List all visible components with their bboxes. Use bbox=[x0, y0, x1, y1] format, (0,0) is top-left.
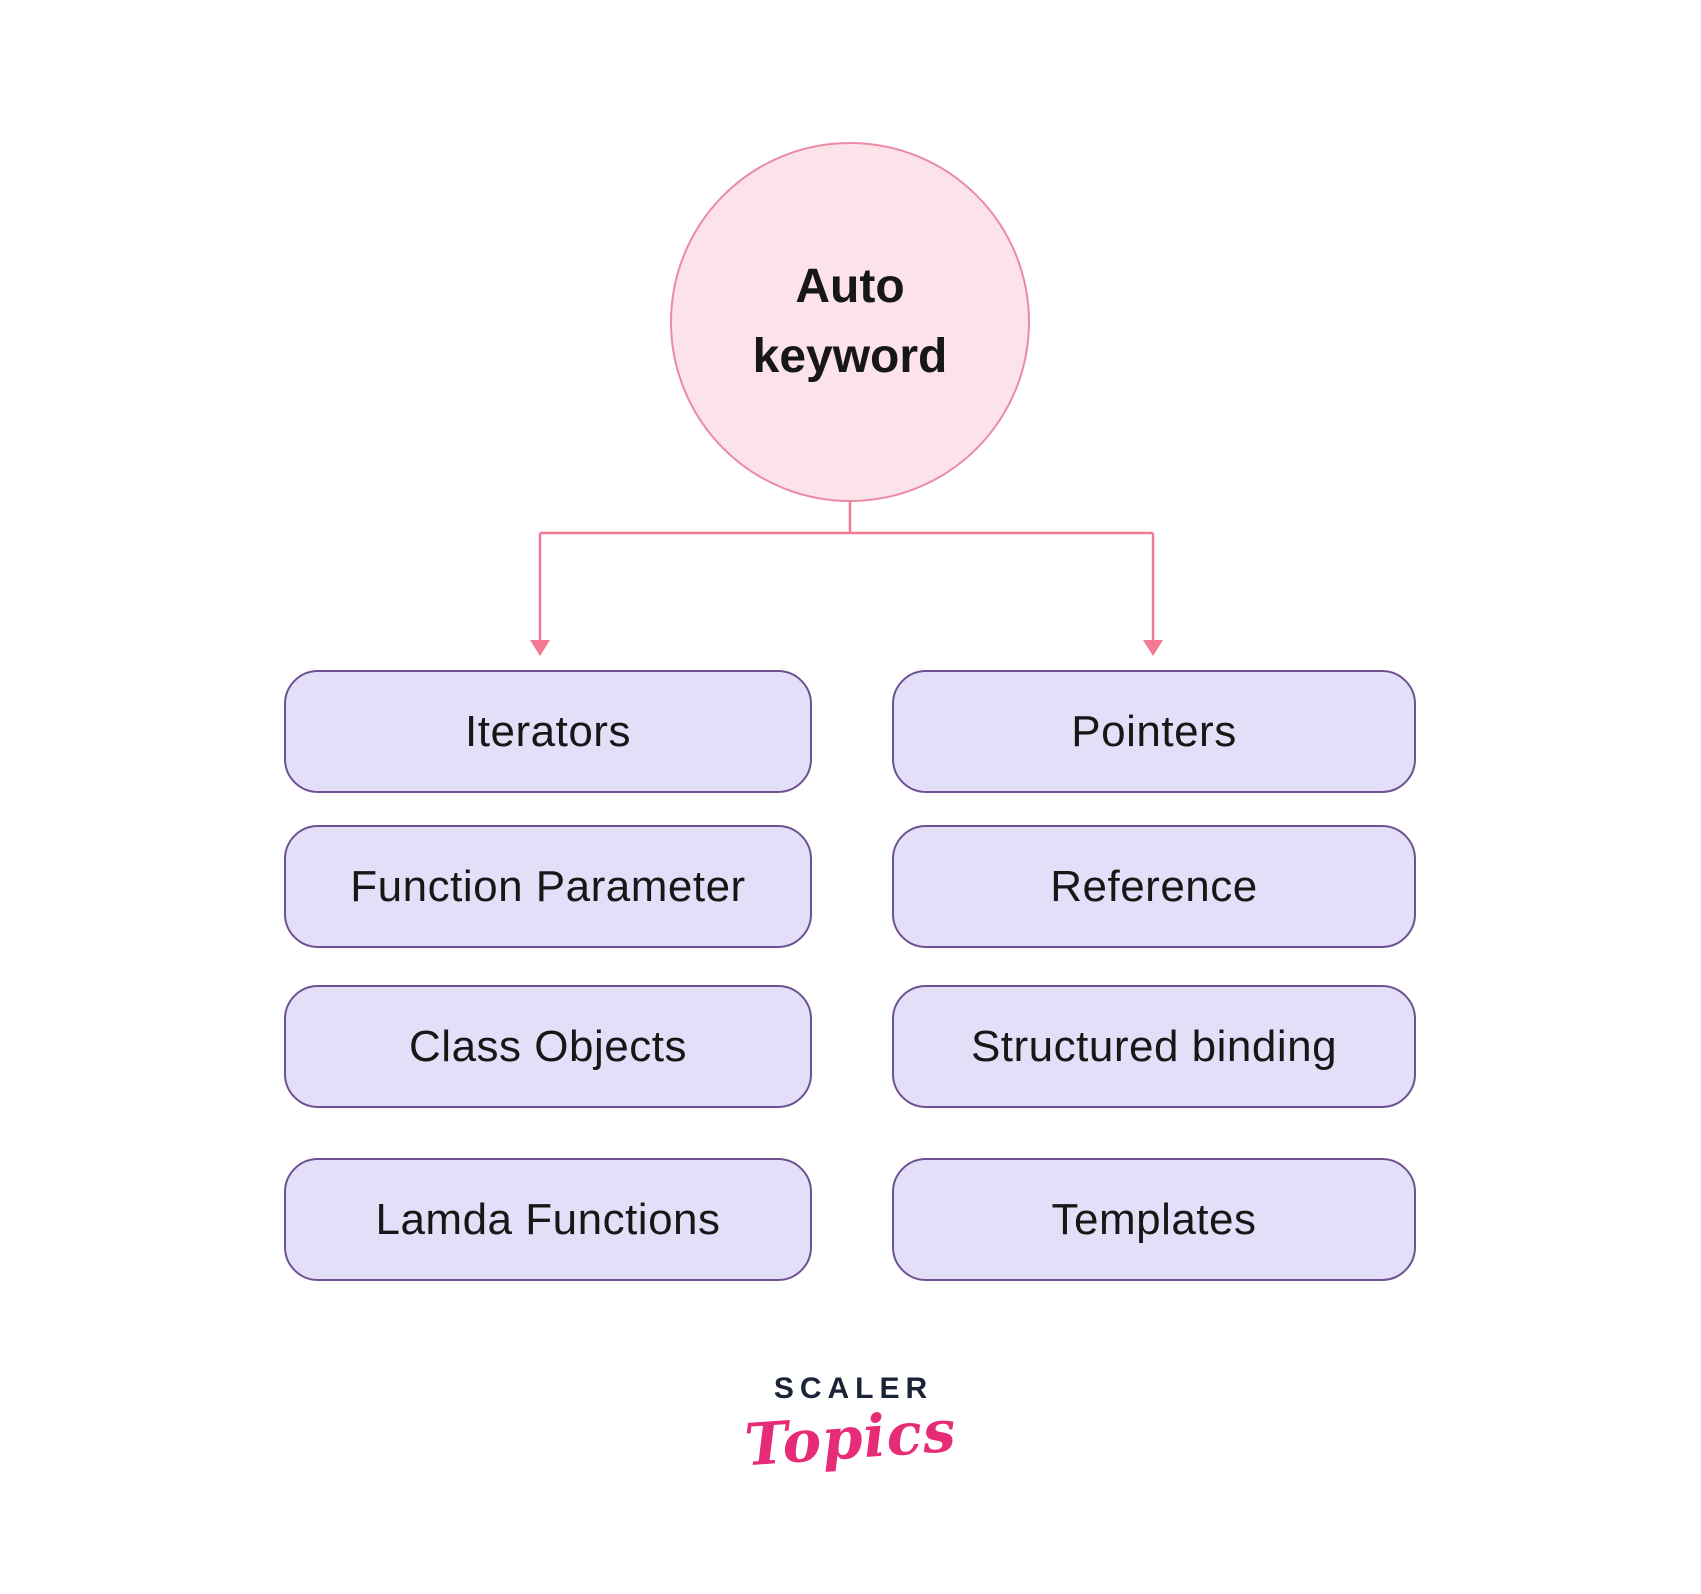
scaler-topics-logo: SCALER Topics bbox=[0, 1372, 1701, 1479]
node-reference: Reference bbox=[892, 825, 1416, 948]
node-label: Function Parameter bbox=[350, 861, 746, 911]
node-pointers: Pointers bbox=[892, 670, 1416, 793]
node-class-objects: Class Objects bbox=[284, 985, 812, 1108]
node-label: Reference bbox=[1050, 861, 1258, 911]
logo-brand-text: SCALER bbox=[773, 1372, 934, 1405]
node-structured-binding: Structured binding bbox=[892, 985, 1416, 1108]
arrowhead-left bbox=[530, 640, 550, 656]
node-iterators: Iterators bbox=[284, 670, 812, 793]
node-label: Lamda Functions bbox=[375, 1194, 721, 1244]
node-templates: Templates bbox=[892, 1158, 1416, 1281]
node-label: Structured binding bbox=[970, 1021, 1338, 1071]
node-lamda-functions: Lamda Functions bbox=[284, 1158, 812, 1281]
node-label: Iterators bbox=[465, 706, 631, 756]
root-node-label: Auto keyword bbox=[752, 260, 948, 383]
root-node-auto-keyword: Auto keyword bbox=[670, 142, 1030, 502]
node-label: Templates bbox=[1051, 1194, 1257, 1244]
node-label: Class Objects bbox=[409, 1021, 687, 1071]
node-function-parameter: Function Parameter bbox=[284, 825, 812, 948]
node-label: Pointers bbox=[1071, 706, 1237, 756]
arrowhead-right bbox=[1143, 640, 1163, 656]
